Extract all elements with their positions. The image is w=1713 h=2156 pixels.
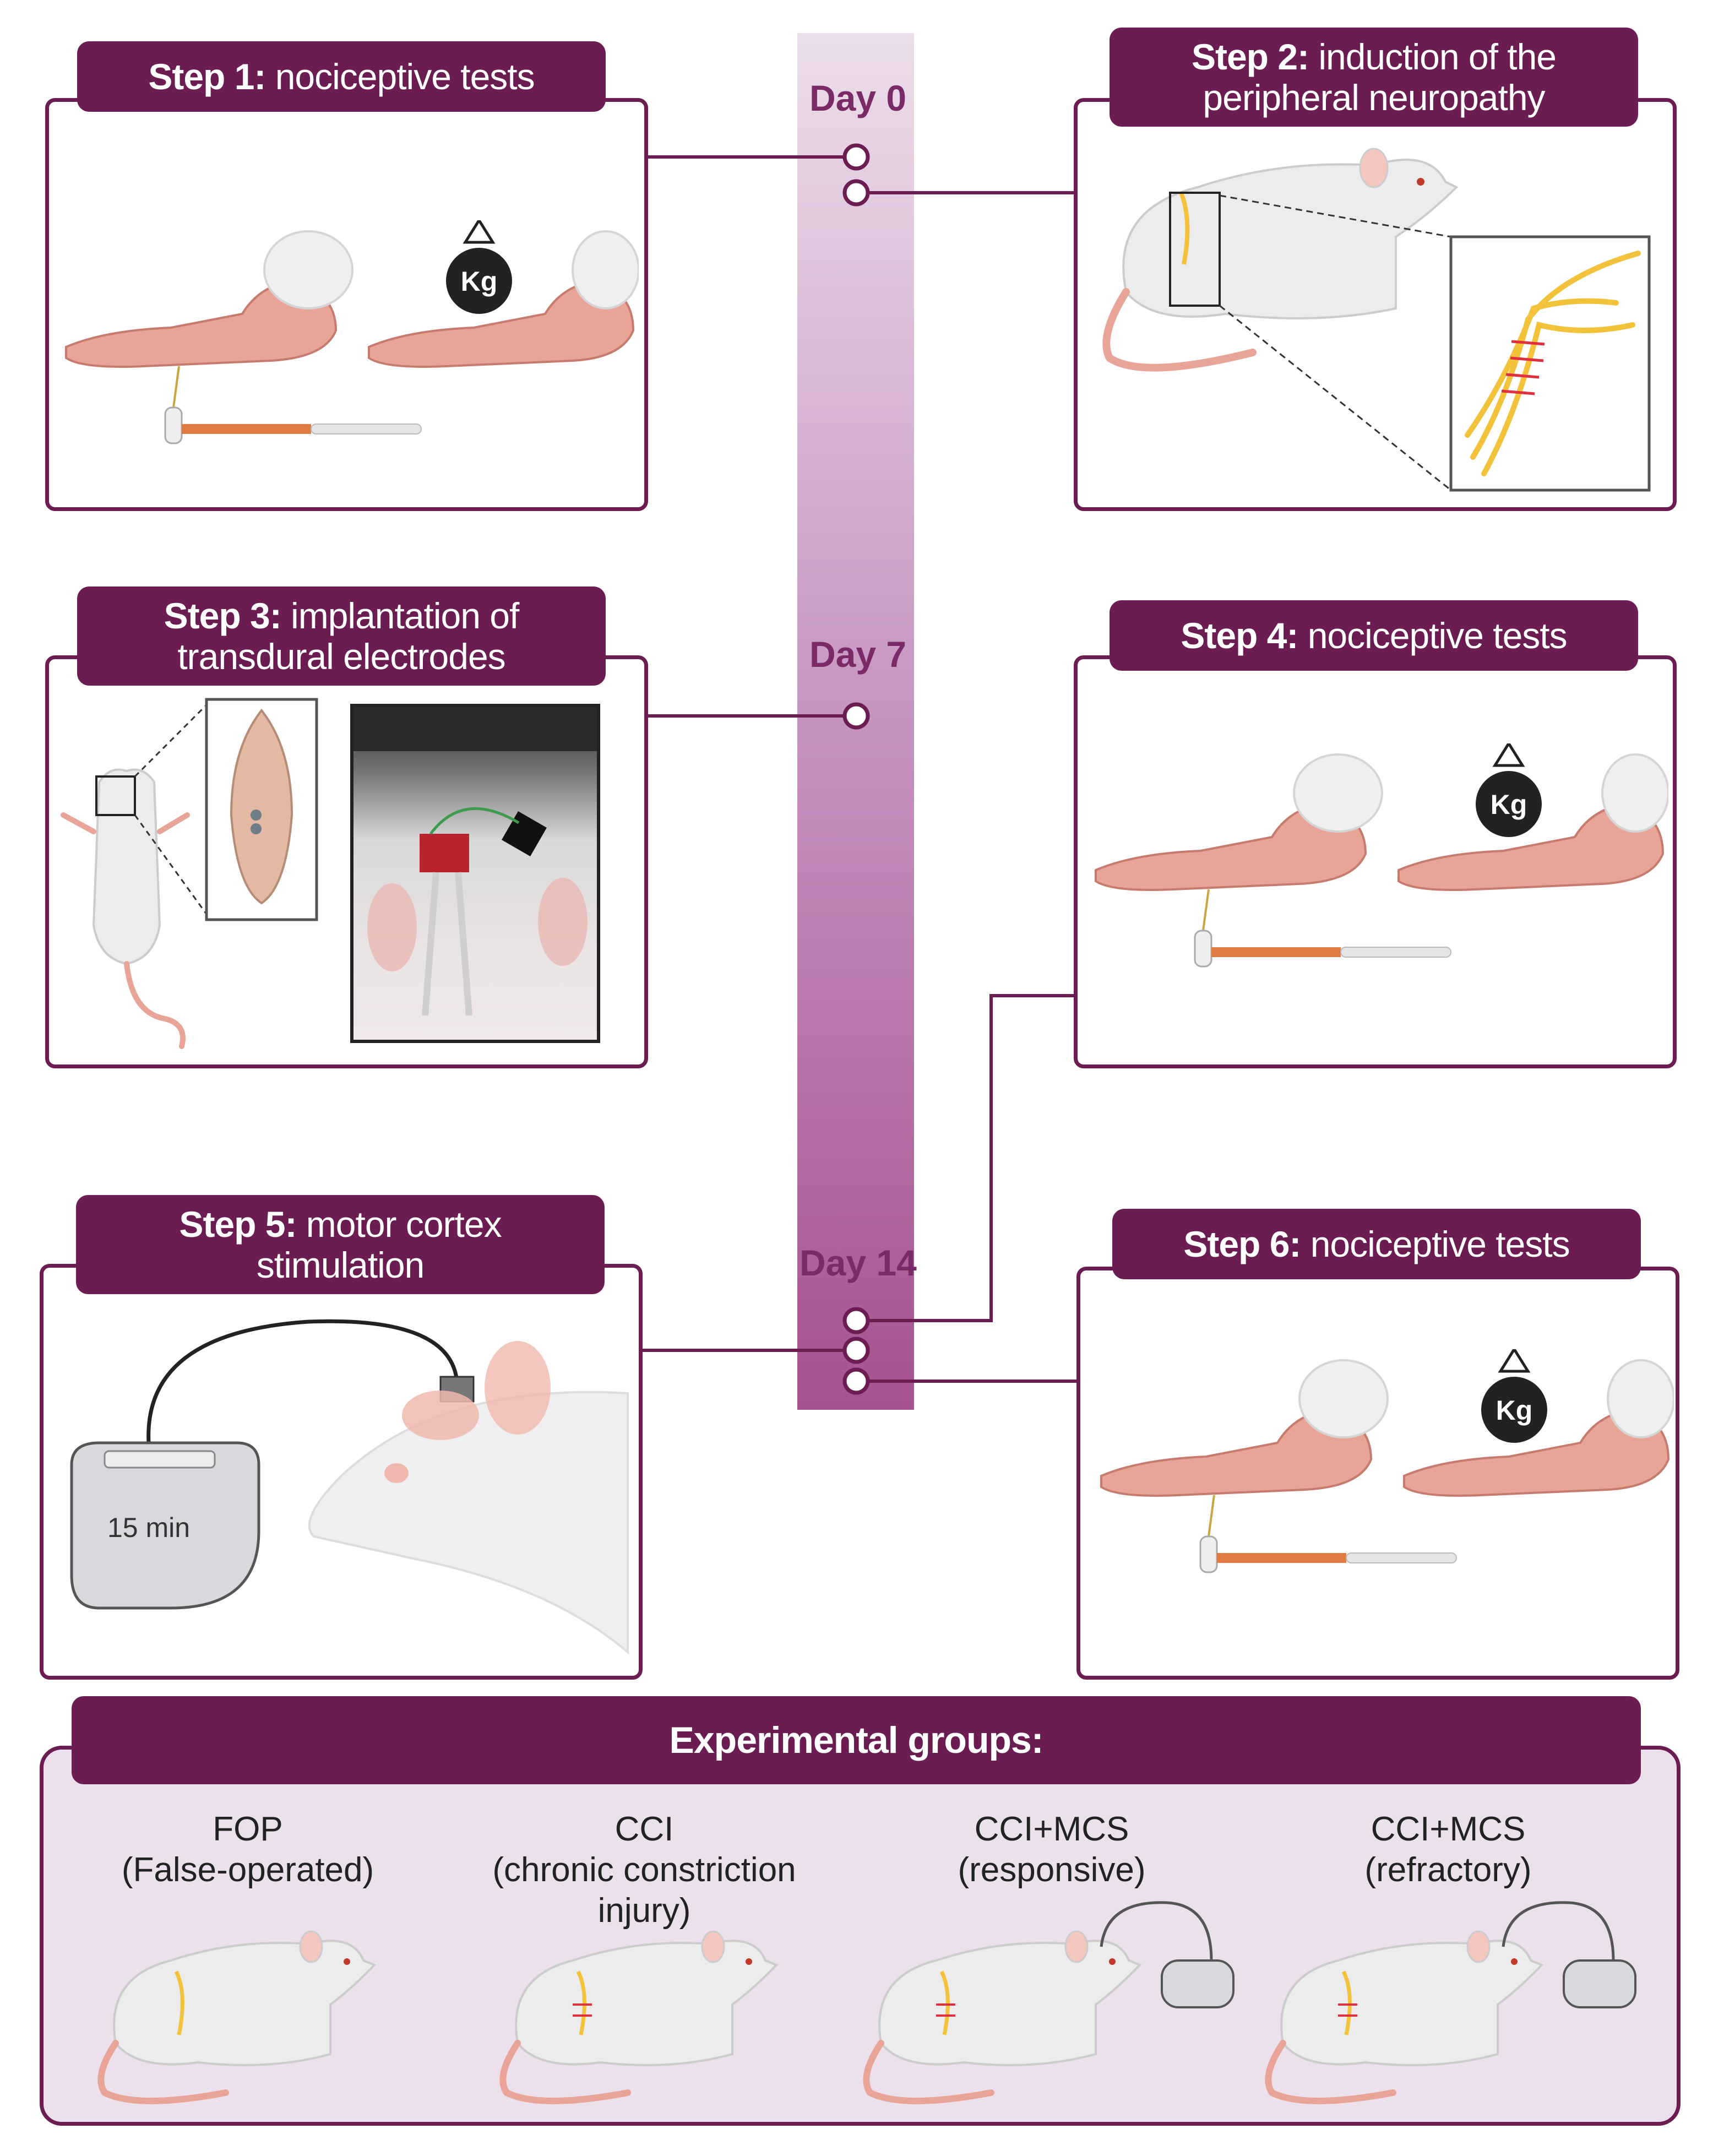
step1-weight-icon bbox=[446, 248, 512, 314]
svg-text:Kg: Kg bbox=[1496, 1395, 1533, 1426]
timeline-node-day14-c bbox=[842, 1367, 870, 1395]
step2-nerve-zoom bbox=[1449, 235, 1651, 492]
groups-title: Experimental groups: bbox=[72, 1696, 1641, 1784]
step5-stimulator bbox=[70, 1441, 260, 1610]
step3-rat-skull-illustration bbox=[61, 698, 318, 1049]
step6-paws-illustration: Kg bbox=[1100, 1349, 1674, 1573]
step3-surgery-photo bbox=[350, 704, 600, 1043]
step5-stimulator-label: 15 min bbox=[107, 1512, 191, 1543]
group-cci-mcs-responsive-rat bbox=[866, 1931, 1140, 2101]
group-responsive-stimulator bbox=[1100, 1901, 1235, 2008]
day-0-label: Day 0 bbox=[809, 78, 907, 118]
step1-cotton-1 bbox=[263, 230, 354, 309]
step4-weight-icon bbox=[1476, 771, 1542, 837]
step6-title: Step 6: nociceptive tests bbox=[1112, 1209, 1641, 1279]
day-14-label: Day 14 bbox=[800, 1242, 917, 1283]
timeline-node-day0-b bbox=[842, 179, 870, 207]
timeline-node-day0-a bbox=[842, 143, 870, 171]
svg-text:Kg: Kg bbox=[1491, 789, 1527, 820]
group-cci-mcs-responsive-label: CCI+MCS(responsive) bbox=[958, 1810, 1146, 1889]
step1-paws-illustration: Kg bbox=[65, 220, 639, 444]
step2-zoom-box bbox=[1169, 192, 1221, 307]
step1-title: Step 1: nociceptive tests bbox=[77, 41, 606, 112]
group-cci-rat bbox=[503, 1931, 776, 2101]
step2-tail bbox=[1102, 288, 1257, 372]
timeline-node-day14-a bbox=[842, 1307, 870, 1334]
timeline-node-day14-b bbox=[842, 1337, 870, 1364]
group-cci-mcs-refractory-rat bbox=[1268, 1931, 1542, 2101]
timeline-node-day7 bbox=[842, 702, 870, 730]
svg-text:Kg: Kg bbox=[461, 266, 498, 297]
day-7-label: Day 7 bbox=[809, 634, 907, 675]
group-fop-label: FOP(False-operated) bbox=[121, 1810, 374, 1889]
step4-title: Step 4: nociceptive tests bbox=[1110, 600, 1638, 671]
step2-rat-illustration bbox=[1102, 148, 1651, 492]
group-cci-label: CCI(chronic constriction injury) bbox=[492, 1810, 796, 1930]
group-cci-mcs-refractory-label: CCI+MCS(refractory) bbox=[1364, 1810, 1532, 1889]
step1-cotton-2 bbox=[572, 230, 639, 309]
step1-panel bbox=[45, 98, 648, 511]
step5-stimulation-illustration bbox=[70, 1319, 629, 1655]
group-refractory-stimulator bbox=[1502, 1901, 1636, 2008]
group-fop-rat bbox=[101, 1931, 374, 2101]
step4-paws-illustration: Kg bbox=[1095, 743, 1668, 968]
step6-weight-icon bbox=[1481, 1377, 1547, 1443]
